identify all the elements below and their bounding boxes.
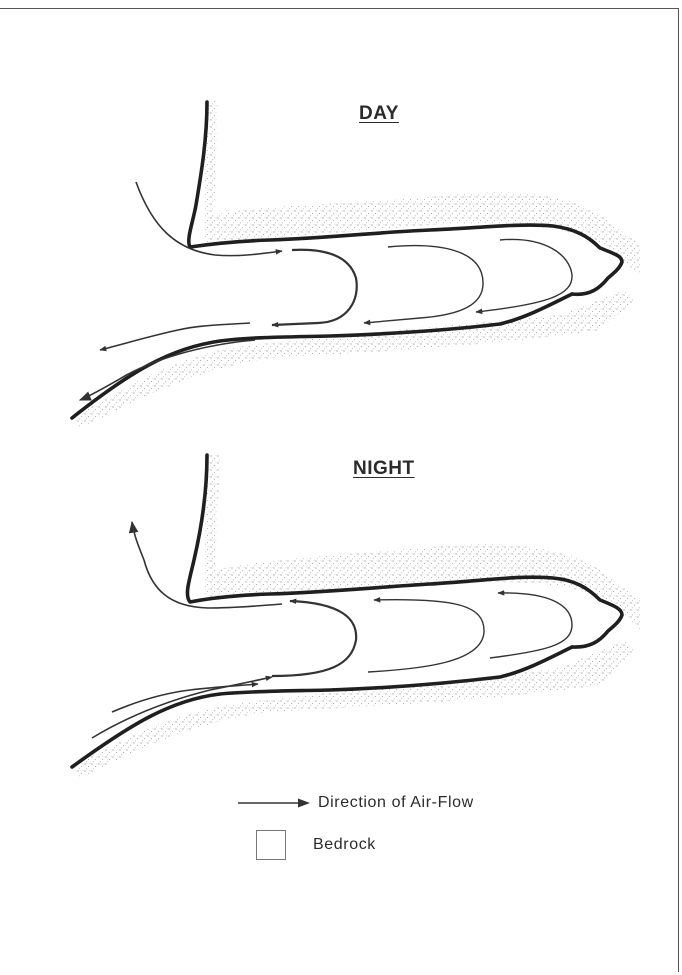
day-flow-loop-1	[272, 250, 357, 325]
day-title: DAY	[359, 103, 399, 125]
night-bedrock-stipple-lower	[72, 640, 635, 778]
day-cave-wall-lower	[72, 294, 572, 418]
day-bedrock-stipple-upper	[205, 100, 640, 275]
day-flow-outflow-upper	[100, 323, 250, 350]
day-panel	[72, 100, 640, 428]
night-flow-loop-2	[368, 600, 484, 672]
day-bedrock-stipple-lower	[72, 290, 635, 428]
night-title: NIGHT	[353, 458, 415, 480]
bedrock-swatch-icon	[256, 830, 286, 860]
night-flow-loop-1	[272, 601, 356, 676]
night-bedrock-stipple-upper	[205, 455, 640, 630]
night-flow-loop-3	[490, 593, 572, 658]
air-flow-arrow-icon	[238, 796, 312, 810]
night-panel	[72, 455, 640, 778]
legend-air-flow: Direction of Air-Flow	[238, 794, 474, 812]
day-flow-loop-2	[364, 246, 483, 323]
air-flow-label: Direction of Air-Flow	[318, 794, 474, 812]
bedrock-label: Bedrock	[313, 836, 376, 854]
legend-bedrock: Bedrock	[256, 830, 376, 860]
